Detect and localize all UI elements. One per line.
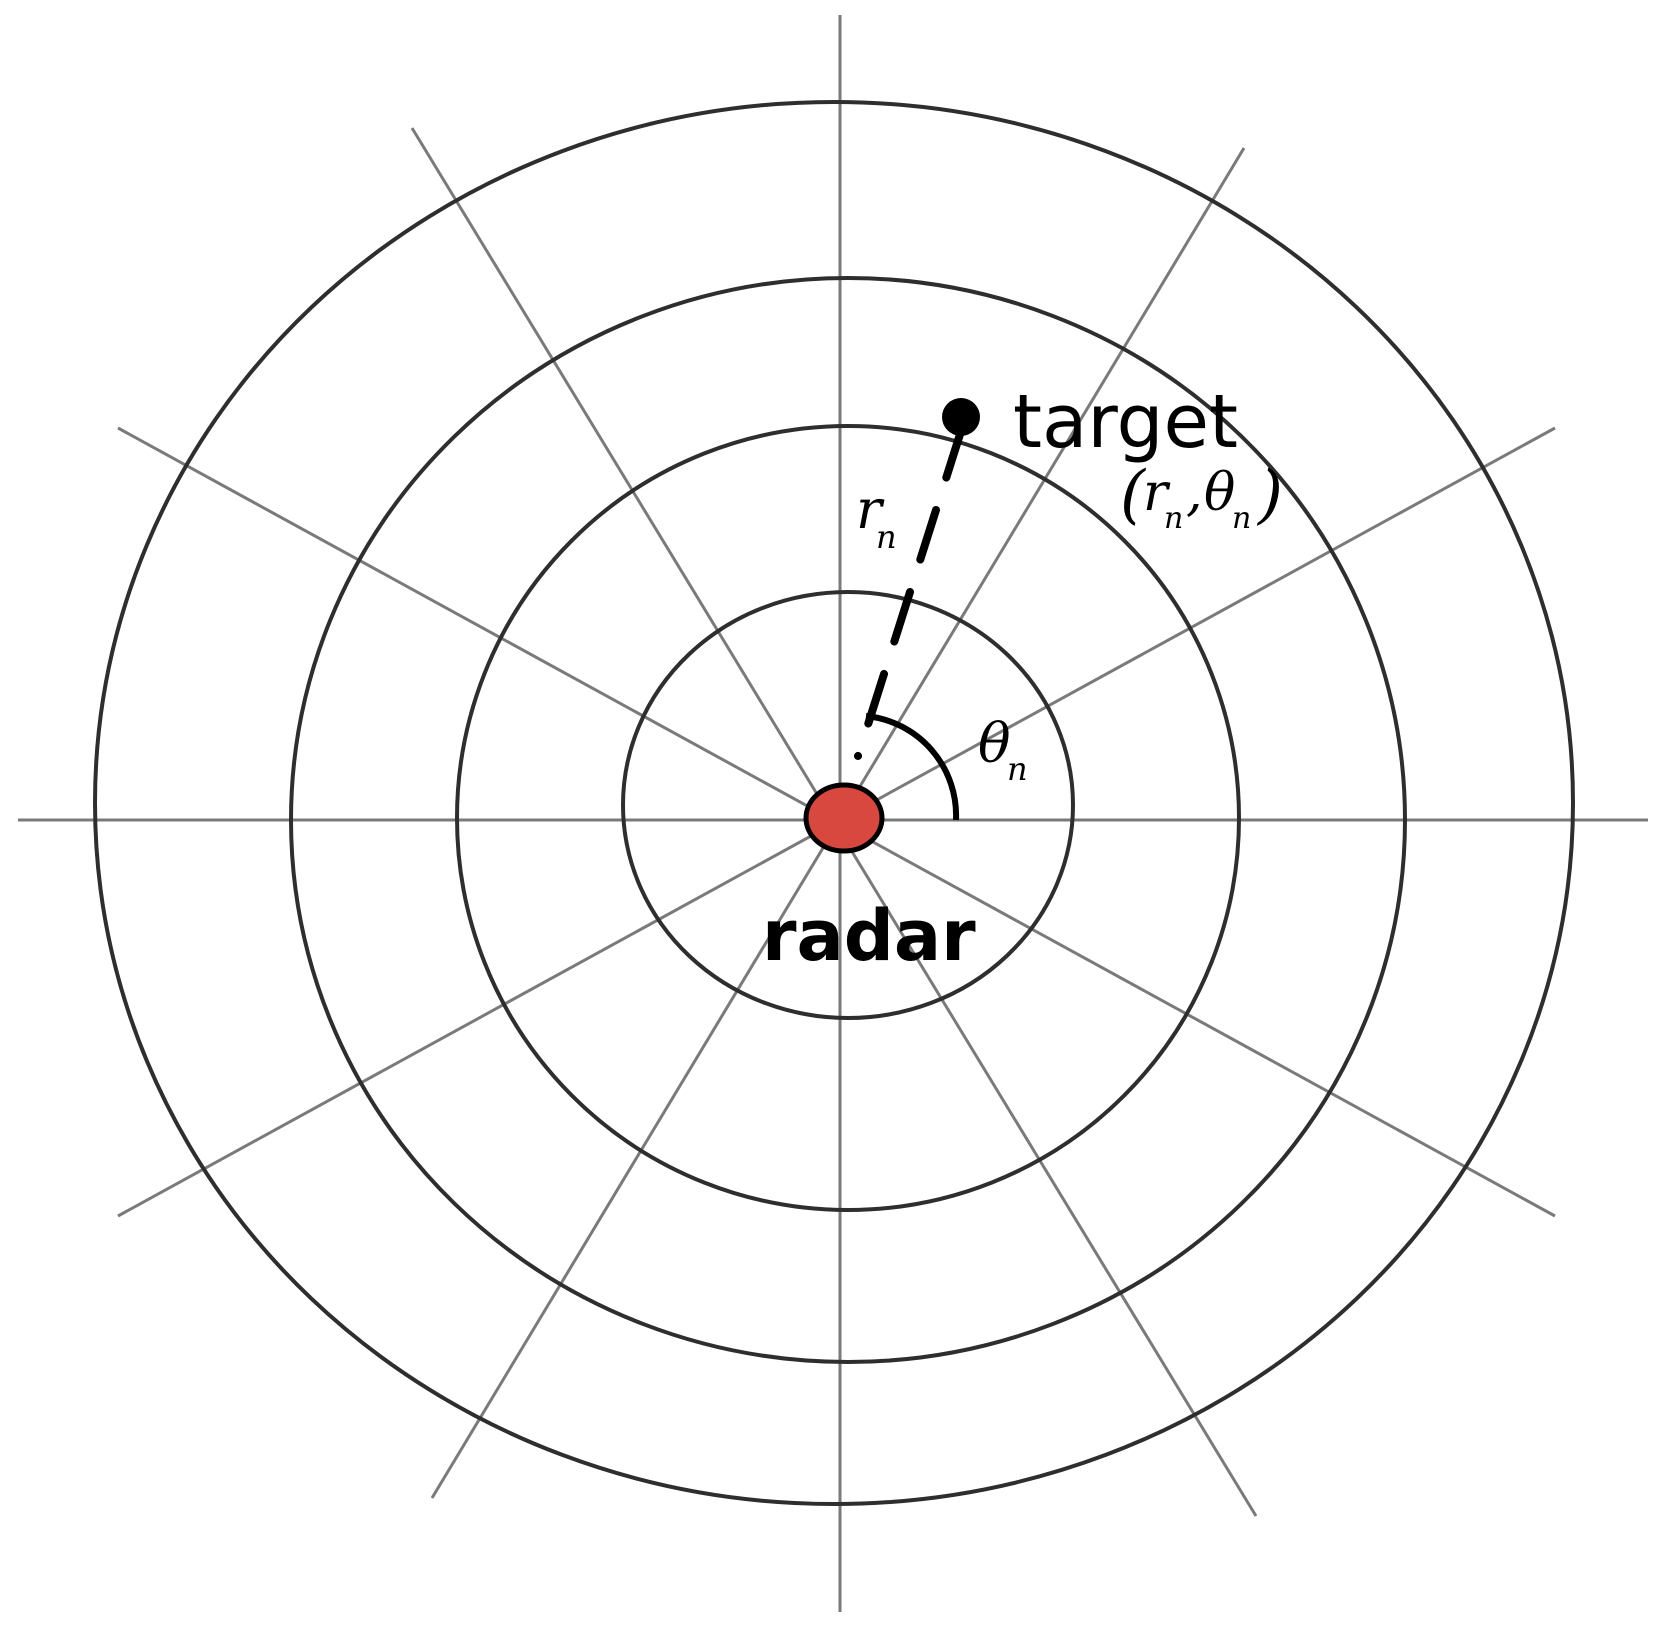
coord-theta: θ: [1204, 463, 1235, 523]
radar-marker: [803, 782, 885, 854]
angle-symbol: θ n: [978, 712, 1028, 788]
coord-open-paren: (: [1120, 458, 1147, 532]
target-marker: [942, 398, 980, 436]
range-symbol: r n: [856, 478, 897, 556]
target-label: target: [1013, 379, 1238, 465]
angle-symbol-subscript: n: [1007, 750, 1028, 788]
angle-arc: [865, 713, 960, 821]
angle-symbol-theta: θ: [978, 712, 1011, 775]
coord-r-subscript: n: [1164, 501, 1183, 536]
target-coordinates: ( r n , θ n ): [1120, 458, 1283, 536]
range-ring-1: [621, 590, 1075, 1020]
range-rings: [93, 100, 1575, 1506]
coord-close-paren: ): [1256, 458, 1283, 532]
coord-theta-subscript: n: [1232, 501, 1251, 536]
coord-comma: ,: [1186, 463, 1203, 523]
range-symbol-subscript: n: [876, 518, 897, 556]
range-line-dashed: [854, 424, 966, 760]
range-ring-2: [455, 424, 1241, 1212]
radar-label: radar: [762, 895, 976, 977]
coord-r: r: [1143, 463, 1171, 523]
range-ring-4: [93, 100, 1575, 1506]
range-ring-3: [289, 276, 1407, 1364]
range-symbol-r: r: [856, 478, 885, 541]
